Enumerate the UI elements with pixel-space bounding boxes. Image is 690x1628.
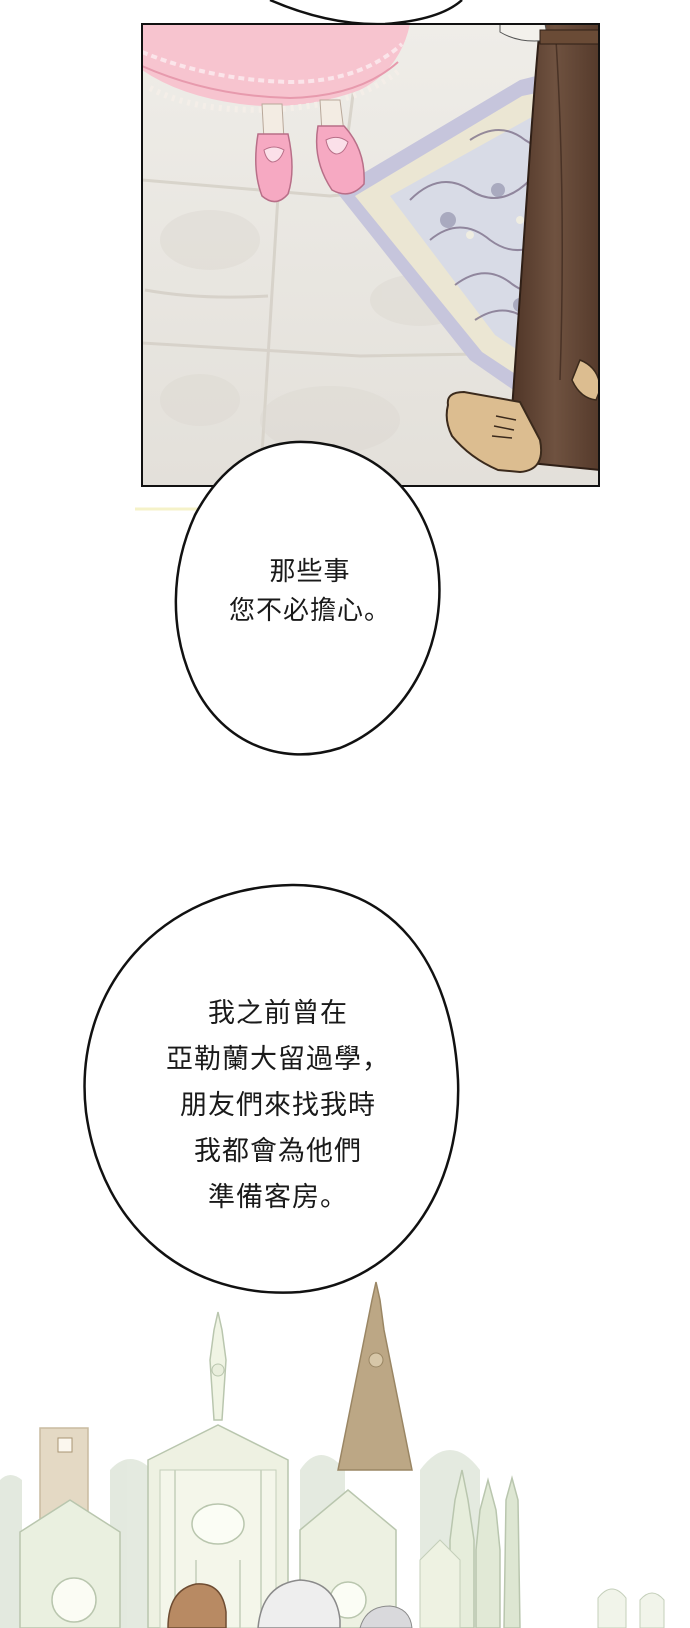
bubble-2-line-3: 朋友們來找我時 (180, 1090, 376, 1121)
pink-shoes (255, 125, 365, 203)
bubble-2-line-1: 我之前曾在 (208, 998, 348, 1029)
speech-bubble-top-fragment (269, 0, 463, 26)
speech-bubble-1 (174, 440, 441, 756)
speech-bubble-2 (83, 883, 460, 1294)
tan-boot (445, 359, 599, 474)
pink-dress-hem (142, 24, 410, 113)
bubble-2-line-5: 準備客房。 (208, 1182, 348, 1213)
palace-skyline (0, 1281, 665, 1628)
bubble-1-line-1: 那些事 (269, 557, 351, 587)
bubble-2-line-4: 我都會為他們 (194, 1136, 362, 1167)
speech-bubble-2-text: 我之前曾在 亞勒蘭大留過學， 朋友們來找我時 我都會為他們 準備客房。 (128, 991, 428, 1221)
speech-bubble-1-text: 那些事 您不必擔心。 (200, 553, 420, 631)
characters-heads (167, 1579, 413, 1628)
bubble-1-line-2: 您不必擔心。 (228, 596, 391, 626)
bubble-2-line-2: 亞勒蘭大留過學， (166, 1044, 390, 1075)
